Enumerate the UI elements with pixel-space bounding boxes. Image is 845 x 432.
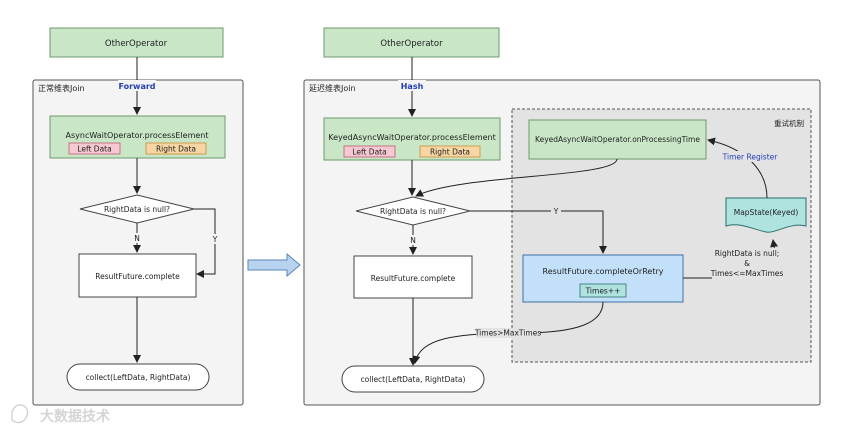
left-collect-label: collect(LeftData, RightData) [86,373,191,382]
right-no-label: N [410,236,416,245]
on-processing-time [528,119,707,160]
right-decision-label: RightData is null? [380,207,446,216]
right-right-data-box [419,145,481,158]
left-right-data-label: Right Data [156,145,196,154]
right-edge-label-bg [398,80,426,91]
left-decision-label: RightData is null? [104,205,170,214]
map-state [725,197,807,233]
max-times-bg [476,328,540,338]
times-inc-label: Times++ [585,287,621,296]
retry-cond-line1: RightData is null; [715,249,780,258]
left-left-data-label: Left Data [77,145,111,154]
left-result-complete [78,253,197,298]
timer-register-bg [722,151,778,162]
left-other-operator-label: OtherOperator [105,39,168,49]
left-no-label-bg [132,233,142,243]
retry-region-title: 重试机制 [774,118,804,128]
right-result-complete [353,255,473,299]
right-left-data-box [343,145,396,158]
edge-onprocessing-to-decision [415,158,618,197]
retry-cond-line2: & [744,259,750,268]
left-right-data-box [145,142,207,155]
retry-cond-line3: Times<=MaxTimes [710,269,784,278]
right-left-data-label: Left Data [352,148,386,157]
on-processing-time-label: KeyedAsyncWaitOperator.onProcessingTime [535,135,700,144]
left-container-title: 正常维表Join [38,83,85,93]
right-collect-label: collect(LeftData, RightData) [361,375,466,384]
max-times-label: Times>MaxTimes [474,329,541,338]
right-no-label-bg [408,235,418,245]
right-container-title: 延迟维表Join [309,83,356,93]
left-yes-label-bg [210,234,220,244]
left-result-complete-label: ResultFuture.complete [95,272,180,281]
right-right-data-label: Right Data [430,148,470,157]
left-other-operator [49,27,224,58]
watermark-logo-icon [11,404,29,424]
left-process-title: AsyncWaitOperator.processElement [66,131,209,140]
left-edge-label: Forward [118,82,155,91]
left-yes-label: Y [212,235,218,244]
complete-or-retry-label: ResultFuture.completeOrRetry [543,267,664,276]
right-collect [341,365,485,393]
left-edge-label-bg [118,80,156,91]
right-yes-label-bg [551,206,561,216]
right-edge-label: Hash [401,82,424,91]
right-other-operator [323,27,500,58]
right-yes-label: Y [553,207,559,216]
right-process-title: KeyedAsyncWaitOperator.processElement [328,133,496,142]
left-left-data-box [68,142,121,155]
map-state-label: MapState(Keyed) [734,208,799,217]
left-no-label: N [134,234,140,243]
retry-cond-bg [712,248,782,280]
times-inc-box [579,283,627,298]
timer-register-label: Timer Register [722,153,779,162]
right-edge-yes [470,210,607,254]
transition-arrow [247,252,301,278]
left-collect [66,363,210,391]
watermark-text: 大数据技术 [40,408,110,425]
right-other-operator-label: OtherOperator [380,39,443,49]
right-result-complete-label: ResultFuture.complete [371,274,456,283]
watermark: 大数据技术 [11,404,110,425]
